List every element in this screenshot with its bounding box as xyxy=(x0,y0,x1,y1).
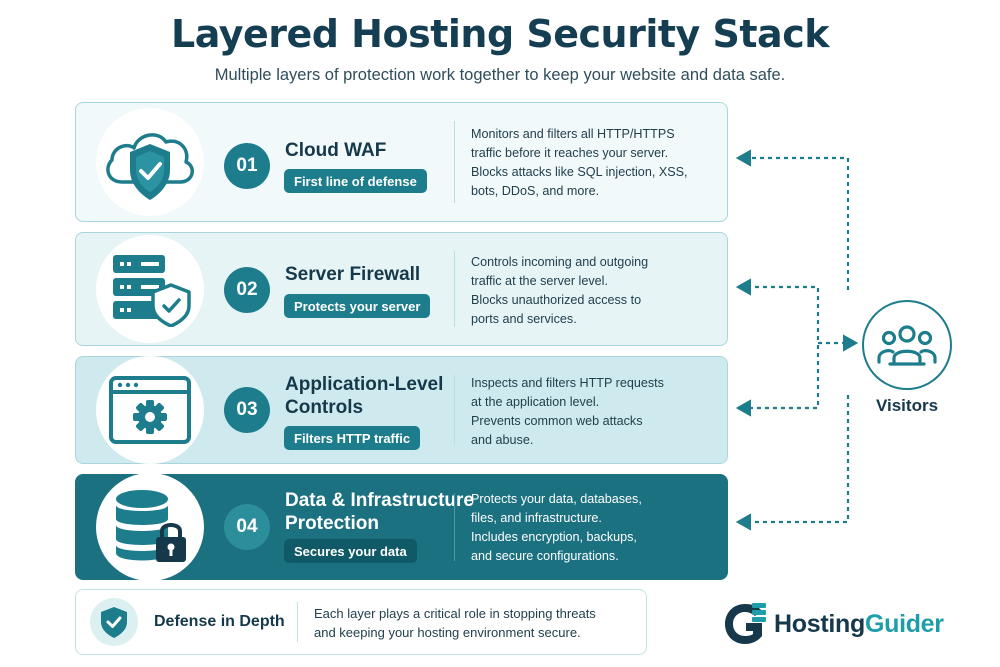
divider xyxy=(297,602,298,642)
layer-description: Controls incoming and outgoing traffic a… xyxy=(471,253,719,329)
server-shield-icon xyxy=(113,255,191,327)
brand-name: HostingGuider xyxy=(774,610,944,639)
footer-title: Defense in Depth xyxy=(154,613,285,630)
layer-description: Inspects and filters HTTP requests at th… xyxy=(471,374,719,450)
layer-server-firewall: 02 Server Firewall Protects your server … xyxy=(75,232,728,346)
divider xyxy=(454,375,455,445)
desc-line: Includes encryption, backups, xyxy=(471,530,637,544)
layer-tag: Filters HTTP traffic xyxy=(284,426,421,450)
layer-number: 01 xyxy=(224,143,270,189)
layer-title-line: Data & Infrastructure xyxy=(285,490,474,511)
app-window-gear-icon xyxy=(109,376,191,444)
visitors-node xyxy=(862,300,952,390)
layer-tag: Secures your data xyxy=(284,539,417,563)
layer-title: Cloud WAF xyxy=(285,140,387,161)
desc-line: Prevents common web attacks xyxy=(471,414,643,428)
layer-number: 03 xyxy=(224,387,270,433)
connector-layer-3 xyxy=(735,345,820,417)
divider xyxy=(454,251,455,327)
brand-name-part1: Hosting xyxy=(774,609,865,638)
desc-line: traffic before it reaches your server. xyxy=(471,146,669,160)
brand-name-part2: Guider xyxy=(864,609,944,638)
desc-line: Inspects and filters HTTP requests xyxy=(471,376,664,390)
layer-title: Server Firewall xyxy=(285,264,421,285)
connector-layer-4 xyxy=(735,395,850,531)
divider xyxy=(454,493,455,561)
shield-check-icon xyxy=(101,607,127,638)
layer-tag: First line of defense xyxy=(284,169,427,193)
visitors-label: Visitors xyxy=(875,396,939,415)
desc-line: Monitors and filters all HTTP/HTTPS xyxy=(471,127,675,141)
cloud-shield-icon xyxy=(106,133,194,200)
layer-number: 04 xyxy=(224,504,270,550)
users-group-icon xyxy=(877,325,937,366)
hostingguider-logo-icon xyxy=(725,603,766,644)
divider xyxy=(454,121,455,203)
desc-line: Blocks attacks like SQL injection, XSS, xyxy=(471,165,688,179)
database-lock-icon xyxy=(116,490,186,562)
desc-line: bots, DDoS, and more. xyxy=(471,184,600,198)
desc-line: Blocks unauthorized access to xyxy=(471,293,642,307)
page-subtitle: Multiple layers of protection work toget… xyxy=(214,66,786,84)
page-title: Layered Hosting Security Stack xyxy=(171,12,830,56)
layer-application-controls: 03 Application-Level Controls Filters HT… xyxy=(75,356,728,464)
footer-text: Each layer plays a critical role in stop… xyxy=(314,604,634,642)
layer-number: 02 xyxy=(224,267,270,313)
desc-line: traffic at the server level. xyxy=(471,274,608,288)
desc-line: at the application level. xyxy=(471,395,600,409)
layer-description: Protects your data, databases, files, an… xyxy=(471,490,719,566)
layer-cloud-waf: 01 Cloud WAF First line of defense Monit… xyxy=(75,102,728,222)
layer-description: Monitors and filters all HTTP/HTTPS traf… xyxy=(471,125,719,201)
brand-logo: HostingGuider xyxy=(722,600,944,648)
desc-line: and secure configurations. xyxy=(471,549,619,563)
layer-title: Application-Level Controls xyxy=(285,373,443,419)
footer-icon-circle xyxy=(90,598,138,646)
layer-title-line: Protection xyxy=(285,513,379,534)
footer-text-line: Each layer plays a critical role in stop… xyxy=(314,606,596,621)
layer-title-line: Application-Level xyxy=(285,374,444,395)
connector-layer-2 xyxy=(735,278,820,340)
desc-line: and abuse. xyxy=(471,433,534,447)
icon-circle xyxy=(96,235,204,343)
connector-layer-1 xyxy=(735,149,850,290)
icon-circle xyxy=(96,473,204,581)
desc-line: files, and infrastructure. xyxy=(471,511,602,525)
layer-title-line: Controls xyxy=(285,397,364,418)
desc-line: Controls incoming and outgoing xyxy=(471,255,649,269)
defense-in-depth-box: Defense in Depth Each layer plays a crit… xyxy=(75,589,647,655)
desc-line: ports and services. xyxy=(471,312,577,326)
layer-data-infrastructure: 04 Data & Infrastructure Protection Secu… xyxy=(75,473,728,581)
icon-circle xyxy=(96,356,204,464)
footer-text-line: and keeping your hosting environment sec… xyxy=(314,625,581,640)
icon-circle xyxy=(96,108,204,216)
layer-title: Data & Infrastructure Protection xyxy=(285,489,474,535)
desc-line: Protects your data, databases, xyxy=(471,492,642,506)
layer-tag: Protects your server xyxy=(284,294,431,318)
